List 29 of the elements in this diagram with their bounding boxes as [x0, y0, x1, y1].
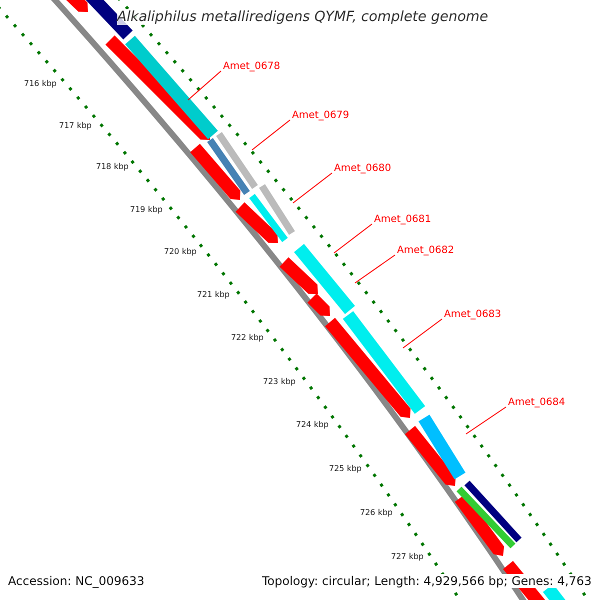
leader-line	[354, 254, 396, 284]
leader-line	[292, 172, 332, 204]
footer-text: Topology: circular; Length: 4,929,566 bp; Genes: 4,763	[262, 574, 592, 588]
scale-label: 723 kbp	[263, 377, 296, 386]
leader-line	[188, 70, 222, 100]
scale-label: 718 kbp	[96, 162, 129, 171]
scale-label: 724 kbp	[296, 420, 329, 429]
scale-label: 716 kbp	[24, 79, 57, 88]
gene-label: Amet_0678	[222, 61, 282, 72]
scale-label: 726 kbp	[360, 508, 393, 517]
leader-line	[466, 406, 506, 434]
gene-label: Amet_0683	[443, 309, 502, 320]
leader-line	[402, 318, 442, 348]
gene-label: Amet_0679	[291, 110, 350, 121]
gene-label: Amet_0684	[507, 397, 566, 408]
scale-label: 721 kbp	[197, 290, 230, 299]
leader-line	[334, 224, 372, 254]
genome-title: Alkaliphilus metalliredigens QYMF, complete genome	[117, 9, 488, 25]
scale-label: 727 kbp	[391, 552, 424, 561]
scale-label: 717 kbp	[59, 121, 92, 130]
leader-line	[252, 120, 290, 150]
gene-label: Amet_0682	[396, 245, 456, 256]
scale-label: 725 kbp	[329, 464, 362, 473]
gene-label: Amet_0680	[333, 163, 392, 174]
gene-label: Amet_0681	[373, 214, 432, 225]
scale-label: 719 kbp	[130, 205, 163, 214]
footer-text: Accession: NC_009633	[8, 574, 144, 588]
scale-label: 720 kbp	[164, 247, 197, 256]
scale-label: 722 kbp	[231, 333, 264, 342]
